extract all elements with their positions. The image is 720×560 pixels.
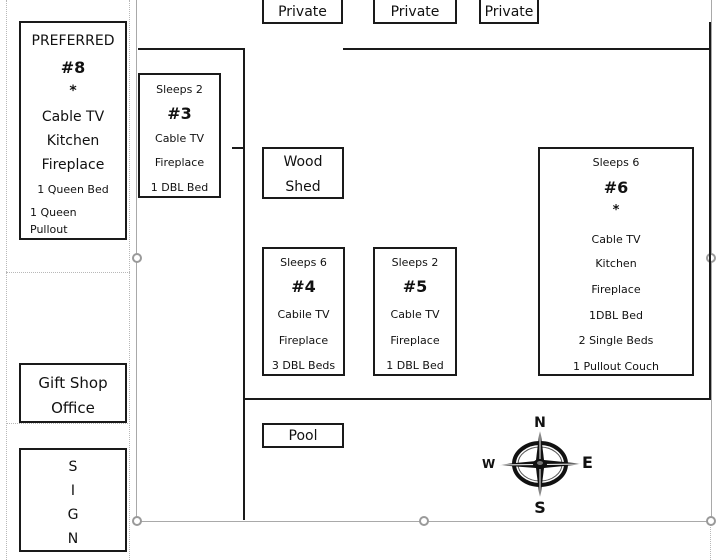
private-label: Private xyxy=(484,4,534,20)
cabin-8-amenity: Fireplace xyxy=(41,157,105,173)
private-building: Private xyxy=(479,0,539,24)
resize-handle[interactable] xyxy=(706,516,716,526)
guide-line xyxy=(6,272,130,274)
cabin-3-amenity: Cable TV xyxy=(155,132,204,145)
wood-shed-label: Wood xyxy=(283,154,323,170)
guide-line xyxy=(129,0,131,560)
wood-shed-label: Shed xyxy=(285,179,321,195)
cabin-5-amenity: Fireplace xyxy=(390,334,440,347)
compass-north: N xyxy=(534,415,546,431)
guide-line xyxy=(710,520,712,560)
cabin-6-amenity: Kitchen xyxy=(595,257,637,270)
cabin-3-sleeps: Sleeps 2 xyxy=(156,83,203,96)
cabin-4-sleeps: Sleeps 6 xyxy=(280,256,327,269)
sign-letter: S xyxy=(68,459,78,475)
cabin-4-amenity: 3 DBL Beds xyxy=(271,359,336,372)
private-building: Private xyxy=(373,0,457,24)
road-line xyxy=(243,398,711,400)
cabin-3-number: #3 xyxy=(167,104,192,123)
road-line xyxy=(243,48,245,520)
compass-icon xyxy=(495,427,585,501)
cabin-8-bed: 1 Queen xyxy=(30,206,77,219)
cabin-6-number: #6 xyxy=(603,178,629,197)
road-line xyxy=(138,48,245,50)
cabin-6-amenity: Cable TV xyxy=(591,233,641,246)
cabin-6[interactable]: Sleeps 6 #6 * Cable TV Kitchen Fireplace… xyxy=(538,147,694,376)
guide-line xyxy=(6,423,130,425)
pool-label: Pool xyxy=(288,428,318,444)
resize-handle[interactable] xyxy=(132,516,142,526)
sign-letter: N xyxy=(67,531,79,547)
resize-handle[interactable] xyxy=(419,516,429,526)
resize-handle[interactable] xyxy=(132,253,142,263)
cabin-5-amenity: 1 DBL Bed xyxy=(386,359,444,372)
resize-handle[interactable] xyxy=(706,253,716,263)
cabin-5[interactable]: Sleeps 2 #5 Cable TV Fireplace 1 DBL Bed xyxy=(373,247,457,376)
cabin-6-amenity: Fireplace xyxy=(591,283,641,296)
cabin-8-bed: 1 Queen Bed xyxy=(37,183,109,196)
cabin-4-number: #4 xyxy=(291,277,316,296)
cabin-8-amenity: Cable TV xyxy=(41,109,105,125)
guide-line xyxy=(6,0,8,560)
cabin-5-number: #5 xyxy=(402,277,428,296)
private-label: Private xyxy=(278,4,327,20)
sign-letter: I xyxy=(70,483,76,499)
cabin-6-amenity: 2 Single Beds xyxy=(578,334,654,347)
cabin-4-amenity: Cabile TV xyxy=(277,308,330,321)
cabin-3-amenity: 1 DBL Bed xyxy=(150,181,209,194)
cabin-3-amenity: Fireplace xyxy=(154,156,205,169)
cabin-8-preferred: PREFERRED xyxy=(31,33,115,49)
cabin-4[interactable]: Sleeps 6 #4 Cabile TV Fireplace 3 DBL Be… xyxy=(262,247,345,376)
sign[interactable]: S I G N xyxy=(19,448,127,552)
cabin-5-amenity: Cable TV xyxy=(390,308,440,321)
cabin-8-amenity: Kitchen xyxy=(46,133,100,149)
cabin-5-sleeps: Sleeps 2 xyxy=(391,256,439,269)
compass-rose: N S E W xyxy=(478,415,602,517)
cabin-6-amenity: 1DBL Bed xyxy=(589,309,643,322)
compass-south: S xyxy=(534,498,546,517)
compass-west: W xyxy=(482,457,496,471)
road-line xyxy=(232,147,244,149)
cabin-6-sleeps: Sleeps 6 xyxy=(592,156,640,169)
cabin-8-number: #8 xyxy=(60,58,86,77)
wood-shed[interactable]: Wood Shed xyxy=(262,147,344,199)
gift-shop-label: Office xyxy=(51,399,95,417)
private-building: Private xyxy=(262,0,343,24)
cabin-3[interactable]: Sleeps 2 #3 Cable TV Fireplace 1 DBL Bed xyxy=(138,73,221,198)
private-label: Private xyxy=(390,4,440,20)
sign-letter: G xyxy=(67,507,79,523)
cabin-8[interactable]: PREFERRED #8 * Cable TV Kitchen Fireplac… xyxy=(19,21,127,240)
gift-shop-label: Gift Shop xyxy=(38,374,108,392)
cabin-6-amenity: 1 Pullout Couch xyxy=(573,360,659,373)
pool[interactable]: Pool xyxy=(262,423,344,448)
cabin-8-star: * xyxy=(69,83,77,99)
road-line xyxy=(709,22,711,398)
cabin-4-amenity: Fireplace xyxy=(278,334,329,347)
cabin-8-bed: Pullout xyxy=(30,223,68,236)
compass-east: E xyxy=(582,453,593,472)
road-line xyxy=(343,48,711,50)
gift-shop-office[interactable]: Gift Shop Office xyxy=(19,363,127,423)
cabin-6-star: * xyxy=(612,203,620,218)
